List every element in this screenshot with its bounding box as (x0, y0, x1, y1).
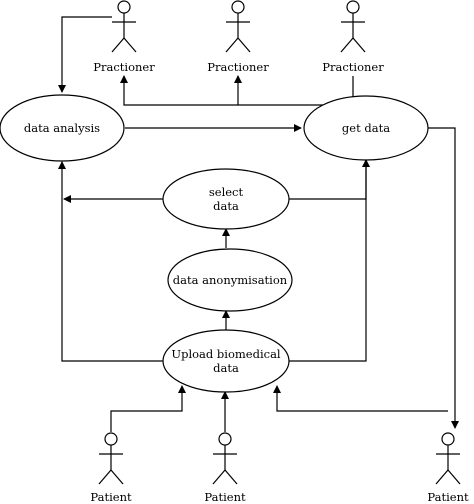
use-case-get-data: get data (303, 95, 429, 161)
use-case-get-data-label: get data (342, 121, 390, 135)
actor-practitioner-2 (225, 0, 251, 53)
connectors (58, 16, 459, 432)
actor-practitioner-2-label: Practioner (207, 60, 269, 74)
actor-head-icon (218, 432, 232, 446)
actor-practitioner-1-label: Practioner (93, 60, 155, 74)
actor-patient-1-label: Patient (90, 490, 132, 504)
connector-patient1-to-upload (110, 385, 186, 432)
use-case-upload-biomedical-data: Upload biomedical data (162, 329, 290, 393)
actor-head-icon (104, 432, 118, 446)
actor-head-icon (117, 0, 131, 14)
use-case-upload-label-line1: Upload biomedical (171, 347, 281, 361)
connector-get-data-to-practitioner1 (120, 75, 238, 106)
connector-get-data-to-patient3 (428, 127, 459, 429)
use-case-data-anonymisation-label: data anonymisation (173, 273, 288, 287)
use-case-data-analysis: data analysis (0, 94, 125, 162)
use-case-data-anonymisation: data anonymisation (167, 248, 293, 312)
actor-patient-3 (435, 432, 461, 485)
connector-upload-to-get-data (289, 160, 367, 362)
use-case-select-data-label-line2: data (213, 199, 239, 213)
use-case-select-data-label-line1: select (209, 185, 244, 199)
connector-practitioner1-to-data-analysis (58, 16, 112, 93)
actor-head-icon (346, 0, 360, 14)
actor-patient-3-label: Patient (427, 490, 469, 504)
actor-patient-1 (98, 432, 124, 485)
actor-head-icon (441, 432, 455, 446)
actor-head-icon (231, 0, 245, 14)
actor-patient-2 (212, 432, 238, 485)
use-case-data-analysis-label: data analysis (24, 121, 100, 135)
actor-practitioner-3-label: Practioner (322, 60, 384, 74)
connector-patient3-to-upload (273, 385, 448, 412)
actor-practitioner-3 (340, 0, 366, 53)
actor-patient-2-label: Patient (204, 490, 246, 504)
use-case-upload-label-line2: data (213, 361, 239, 375)
actor-practitioner-1 (111, 0, 137, 53)
connector-upload-to-data-analysis (58, 161, 163, 362)
connector-select-data-to-get-data (289, 159, 370, 200)
use-case-select-data: select data (162, 168, 290, 230)
